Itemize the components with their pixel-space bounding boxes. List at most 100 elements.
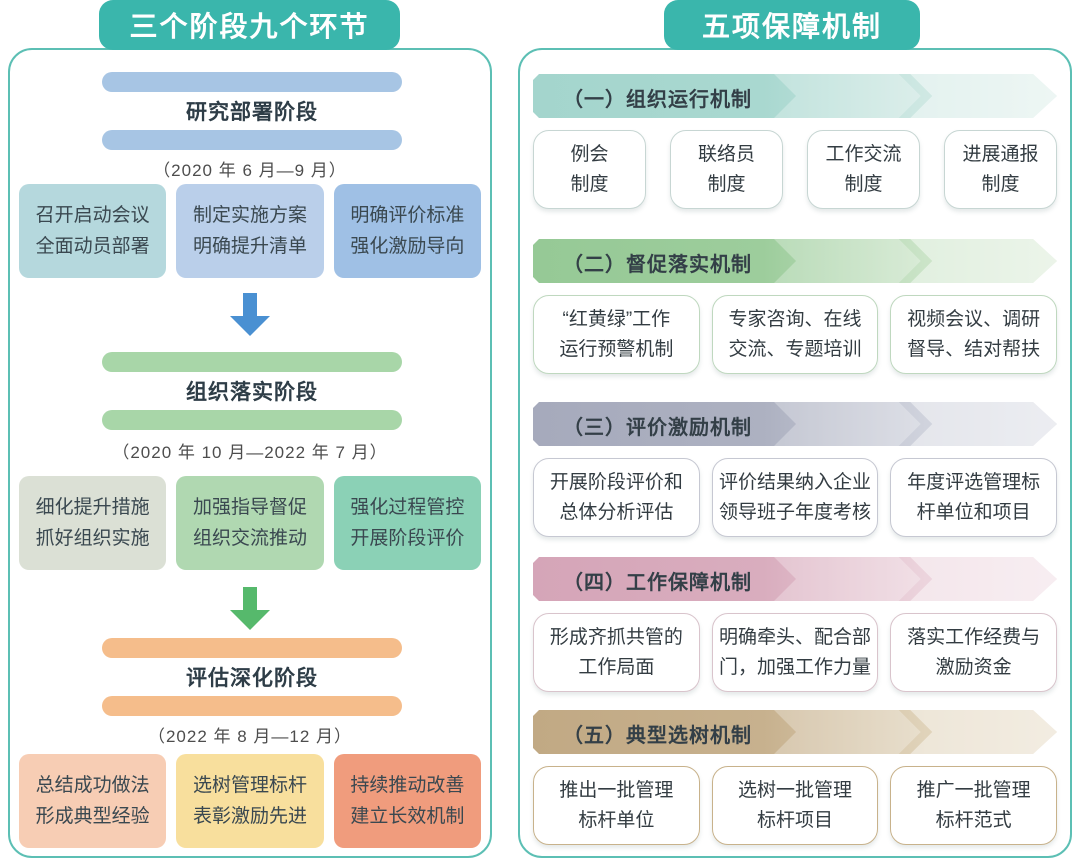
stage-banner-2: 组织落实阶段 (102, 352, 402, 430)
mechanism-label: （二）督促落实机制 (563, 254, 752, 276)
box-line: 持续推动改善 (350, 774, 465, 796)
banner-top-bar (102, 352, 402, 372)
box-line: 交流、专题培训 (728, 338, 862, 360)
box-line: 运行预警机制 (559, 338, 674, 360)
box-line: 制度 (570, 173, 609, 195)
box-line: 标杆单位 (578, 809, 655, 831)
mechanism-box: 明确牵头、配合部 门，加强工作力量 (711, 613, 879, 692)
mechanism-box: 推出一批管理 标杆单位 (533, 766, 700, 845)
mechanism-label: （一）组织运行机制 (563, 89, 752, 111)
mechanism-banner-1: （一）组织运行机制 (533, 74, 1057, 118)
box-line: 抓好组织实施 (35, 528, 150, 549)
mechanism-box-row: 例会 制度 联络员 制度 工作交流 制度 进展通报 制度 (533, 130, 1057, 209)
stage-title: 研究部署阶段 (186, 101, 318, 124)
mechanism-box: 推广一批管理 标杆范式 (890, 766, 1058, 845)
box-line: 激励资金 (935, 656, 1012, 678)
stage-box-row: 细化提升措施 抓好组织实施 加强指导督促 组织交流推动 强化过程管控 开展阶段评… (10, 476, 490, 570)
mechanism-box-row: 开展阶段评价和 总体分析评估 评价结果纳入企业 领导班子年度考核 年度评选管理标… (533, 458, 1058, 537)
mechanism-box-row: 形成齐抓共管的 工作局面 明确牵头、配合部 门，加强工作力量 落实工作经费与 激… (533, 613, 1058, 692)
stage-box-row: 总结成功做法 形成典型经验 选树管理标杆 表彰激励先进 持续推动改善 建立长效机… (10, 754, 490, 848)
banner-top-bar (102, 72, 402, 92)
banner-bottom-bar (102, 130, 402, 150)
box-line: 杆单位和项目 (916, 501, 1031, 523)
mechanism-banner-5: （五）典型选树机制 (533, 710, 1057, 754)
box-line: 形成典型经验 (35, 806, 150, 827)
stage-period: （2020 年 6 月—9 月） (153, 161, 347, 180)
arrow-stem (243, 587, 257, 610)
box-line: 制度 (981, 173, 1020, 195)
mechanism-box: 联络员 制度 (670, 130, 783, 209)
box-line: 明确评价标准 (350, 204, 465, 226)
box-line: 工作局面 (578, 656, 655, 678)
box-line: 推出一批管理 (559, 780, 674, 802)
banner-bottom-bar (102, 410, 402, 430)
stage-box: 总结成功做法 形成典型经验 (19, 754, 167, 848)
box-line: 制定实施方案 (192, 204, 307, 226)
stage-box: 持续推动改善 建立长效机制 (333, 754, 481, 848)
mechanism-banner-3: （三）评价激励机制 (533, 402, 1057, 446)
banner-bottom-bar (102, 696, 402, 716)
box-line: 领导班子年度考核 (719, 501, 872, 523)
box-line: 强化激励导向 (350, 236, 465, 257)
stage-banner-3: 评估深化阶段 (102, 638, 402, 716)
box-line: 全面动员部署 (35, 236, 150, 257)
box-line: 落实工作经费与 (907, 627, 1041, 649)
mechanism-banner-4: （四）工作保障机制 (533, 557, 1057, 601)
mechanism-box: “红黄绿”工作 运行预警机制 (533, 295, 700, 374)
box-line: 强化过程管控 (350, 496, 465, 518)
box-line: 进展通报 (962, 144, 1039, 166)
down-arrow-icon (230, 293, 270, 336)
box-line: 总体分析评估 (559, 501, 674, 523)
box-line: 召开启动会议 (35, 204, 150, 226)
mechanism-box: 落实工作经费与 激励资金 (890, 613, 1058, 692)
mechanism-box-row: “红黄绿”工作 运行预警机制 专家咨询、在线 交流、专题培训 视频会议、调研 督… (533, 295, 1058, 374)
mechanism-label: （三）评价激励机制 (563, 417, 752, 439)
box-line: 年度评选管理标 (907, 472, 1041, 494)
box-line: 表彰激励先进 (192, 806, 307, 827)
box-line: 选树管理标杆 (192, 774, 307, 796)
mechanism-box: 年度评选管理标 杆单位和项目 (890, 458, 1058, 537)
box-line: 建立长效机制 (350, 806, 465, 827)
right-panel-title: 五项保障机制 (664, 0, 920, 50)
mechanism-box: 工作交流 制度 (807, 130, 920, 209)
box-line: 明确提升清单 (192, 236, 307, 257)
box-line: 推广一批管理 (916, 780, 1031, 802)
box-line: 制度 (844, 173, 883, 195)
stage-box-row: 召开启动会议 全面动员部署 制定实施方案 明确提升清单 明确评价标准 强化激励导… (10, 184, 490, 278)
right-panel: （一）组织运行机制 例会 制度 联络员 制度 工作交流 制度 进展通报 制度 （… (518, 48, 1072, 858)
box-line: 视频会议、调研 (907, 309, 1041, 331)
box-line: 形成齐抓共管的 (549, 627, 683, 649)
banner-top-bar (102, 638, 402, 658)
box-line: 选树一批管理 (738, 780, 853, 802)
box-line: 总结成功做法 (35, 774, 150, 796)
mechanism-box: 选树一批管理 标杆项目 (711, 766, 879, 845)
stage-title: 评估深化阶段 (186, 667, 318, 690)
arrow-stem (243, 293, 257, 316)
box-line: 制度 (707, 173, 746, 195)
stage-box: 细化提升措施 抓好组织实施 (19, 476, 167, 570)
box-line: 标杆范式 (935, 809, 1012, 831)
mechanism-box: 进展通报 制度 (944, 130, 1057, 209)
stage-box: 制定实施方案 明确提升清单 (176, 184, 324, 278)
box-line: 组织交流推动 (192, 528, 307, 549)
down-arrow-icon (230, 587, 270, 630)
stage-box: 召开启动会议 全面动员部署 (19, 184, 167, 278)
box-line: 开展阶段评价 (350, 528, 465, 549)
box-line: 工作交流 (825, 144, 902, 166)
box-line: 细化提升措施 (35, 496, 150, 518)
left-panel-title: 三个阶段九个环节 (99, 0, 400, 50)
box-line: 督导、结对帮扶 (907, 338, 1041, 360)
box-line: 明确牵头、配合部 (719, 627, 872, 649)
mechanism-box-row: 推出一批管理 标杆单位 选树一批管理 标杆项目 推广一批管理 标杆范式 (533, 766, 1058, 845)
box-line: 联络员 (697, 144, 755, 166)
box-line: “红黄绿”工作 (562, 309, 671, 331)
stage-period: （2022 年 8 月—12 月） (147, 727, 353, 746)
mechanism-box: 形成齐抓共管的 工作局面 (533, 613, 700, 692)
stage-box: 加强指导督促 组织交流推动 (176, 476, 324, 570)
mechanism-box: 例会 制度 (533, 130, 646, 209)
arrow-head (230, 316, 270, 336)
mechanism-box: 专家咨询、在线 交流、专题培训 (711, 295, 879, 374)
left-panel: 研究部署阶段 （2020 年 6 月—9 月） 召开启动会议 全面动员部署 制定… (8, 48, 492, 858)
mechanism-label: （五）典型选树机制 (563, 725, 752, 747)
